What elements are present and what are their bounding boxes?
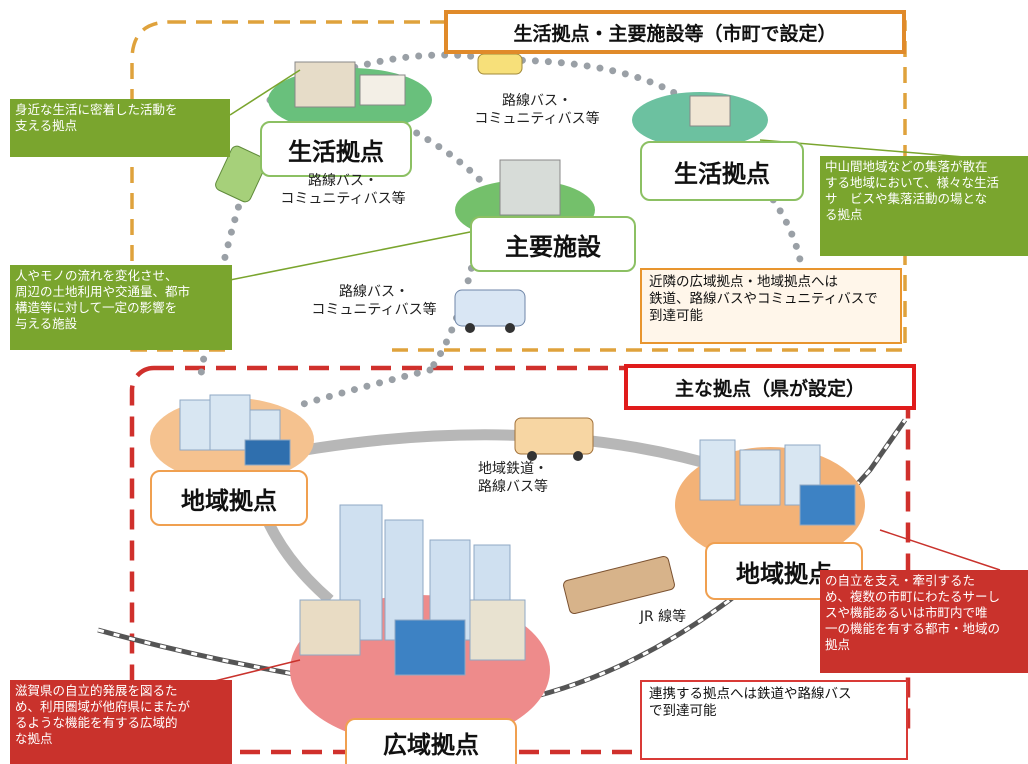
note-rural-hub: 中山間地域などの集落が散在 する地域において、様々な生活 サ ビスや集落活動の場… <box>820 156 1028 256</box>
bus-icon-2 <box>215 145 267 203</box>
pref-zone-border <box>129 365 911 755</box>
transport-label-jr: JR 線等 <box>639 609 687 625</box>
note-wide-area-hub: 滋賀県の自立的発展を図るた め、利用圏域が他府県にまたが るような機能を有する広… <box>10 680 232 764</box>
node-major-facility: 主要施設 <box>470 216 636 272</box>
access-note-pref: 連携する拠点へは鉄道や路線バス で到達可能 <box>640 680 908 760</box>
bus-icon-3 <box>514 417 594 461</box>
transport-label-top: 路線バス・ コミュニティバス等 <box>474 93 600 127</box>
node-wide-area-hub: 広域拠点 <box>345 718 517 764</box>
bus-icon-4 <box>477 53 523 75</box>
note-life-hub: 身近な生活に密着した活動を 支える拠点 <box>10 99 230 157</box>
transport-label-rail: 地域鉄道・ 路線バス等 <box>478 461 548 495</box>
node-life-hub-left: 生活拠点 <box>260 121 412 177</box>
node-life-hub-right: 生活拠点 <box>640 141 804 201</box>
note-major-facility: 人やモノの流れを変化させ、 周辺の土地利用や交通量、都市 構造等に対して一定の影… <box>10 265 232 350</box>
buildings-wide <box>299 504 526 676</box>
city-zone-title: 生活拠点・主要施設等（市町で設定） <box>444 10 906 54</box>
pref-zone-title: 主な拠点（県が設定） <box>624 364 916 410</box>
bus-icon-1 <box>454 289 526 333</box>
transport-label-center: 路線バス・ コミュニティバス等 <box>311 284 437 318</box>
access-note-city: 近隣の広域拠点・地域拠点へは 鉄道、路線バスやコミュニティバスで 到達可能 <box>640 268 902 344</box>
transport-label-left: 路線バス・ コミュニティバス等 <box>280 173 406 207</box>
buildings-region-right <box>699 439 856 526</box>
node-regional-hub-left: 地域拠点 <box>150 470 308 526</box>
train-icon <box>563 556 675 614</box>
buildings-region-left <box>179 394 291 466</box>
buildings-hills <box>294 61 731 216</box>
note-regional-hub: の自立を支え・牽引するた め、複数の市町にわたるサーし スや機能あるいは市町内で… <box>820 570 1028 673</box>
